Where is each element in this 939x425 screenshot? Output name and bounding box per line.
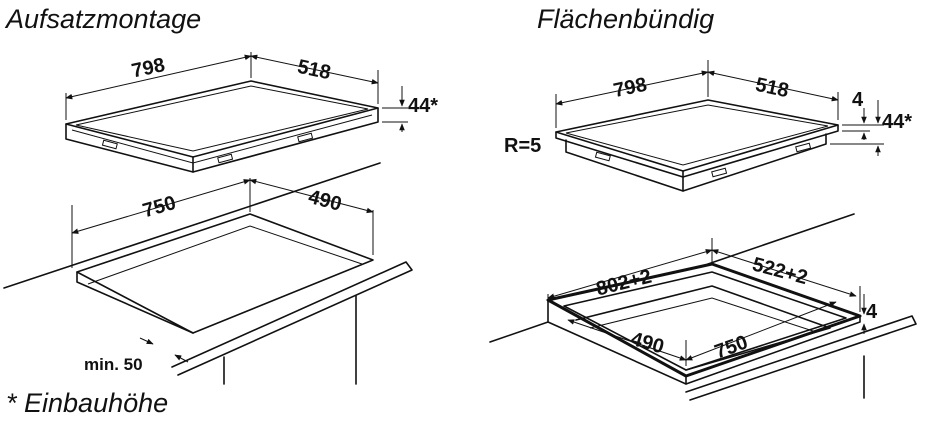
right-dim-518-line <box>707 70 839 102</box>
left-control-slot <box>101 139 118 150</box>
left-control-slot <box>217 153 234 164</box>
right-label-4-rebate: 4 <box>866 301 878 323</box>
right-countertop-back-edge <box>707 213 855 265</box>
left-dim-750-line <box>71 179 251 234</box>
right-hob-glass-edge <box>565 104 829 166</box>
right-label-r5: R=5 <box>504 135 541 157</box>
right-label-44: 44* <box>882 111 912 133</box>
left-label-798: 798 <box>130 54 167 82</box>
left-dim-518-line <box>250 54 379 85</box>
right-dim-798-line <box>555 70 709 106</box>
right-dim-490-line <box>567 319 687 361</box>
left-countertop-front-edge <box>171 261 413 376</box>
left-dim-798-line <box>65 54 252 100</box>
right-control-slot <box>795 142 812 153</box>
right-label-4-top: 4 <box>852 89 864 111</box>
footnote-installation-height: * Einbauhöhe <box>6 388 169 418</box>
right-label-490: 490 <box>628 328 666 358</box>
right-hob-drawing: R=5 798 518 4 44* <box>489 60 917 401</box>
right-label-798: 798 <box>612 74 649 102</box>
right-dim-802-line <box>547 249 713 299</box>
left-label-490: 490 <box>306 186 344 216</box>
right-label-518: 518 <box>754 74 791 102</box>
right-label-522: 522+2 <box>750 253 810 289</box>
left-label-750: 750 <box>140 192 178 222</box>
left-label-518: 518 <box>296 56 333 84</box>
left-dim-490-line <box>249 178 374 214</box>
right-control-slot <box>711 167 728 178</box>
right-label-750: 750 <box>712 331 751 363</box>
right-control-slot <box>594 151 611 162</box>
left-label-44: 44* <box>408 95 438 117</box>
left-cutout <box>76 213 374 334</box>
left-hob-drawing: 798 518 44* 750 <box>3 52 438 385</box>
right-dim-750-line <box>685 301 837 361</box>
title-flush-mount: Flächenbündig <box>537 4 715 34</box>
left-label-min50: min. 50 <box>84 355 143 374</box>
left-countertop-back-edge <box>3 162 381 289</box>
right-hob-top <box>555 99 839 172</box>
right-label-802: 802+2 <box>594 266 654 301</box>
right-hob-body <box>565 133 827 192</box>
right-dim-522-line <box>711 249 857 297</box>
left-control-slot <box>297 132 314 143</box>
title-surface-mount: Aufsatzmontage <box>6 4 202 34</box>
